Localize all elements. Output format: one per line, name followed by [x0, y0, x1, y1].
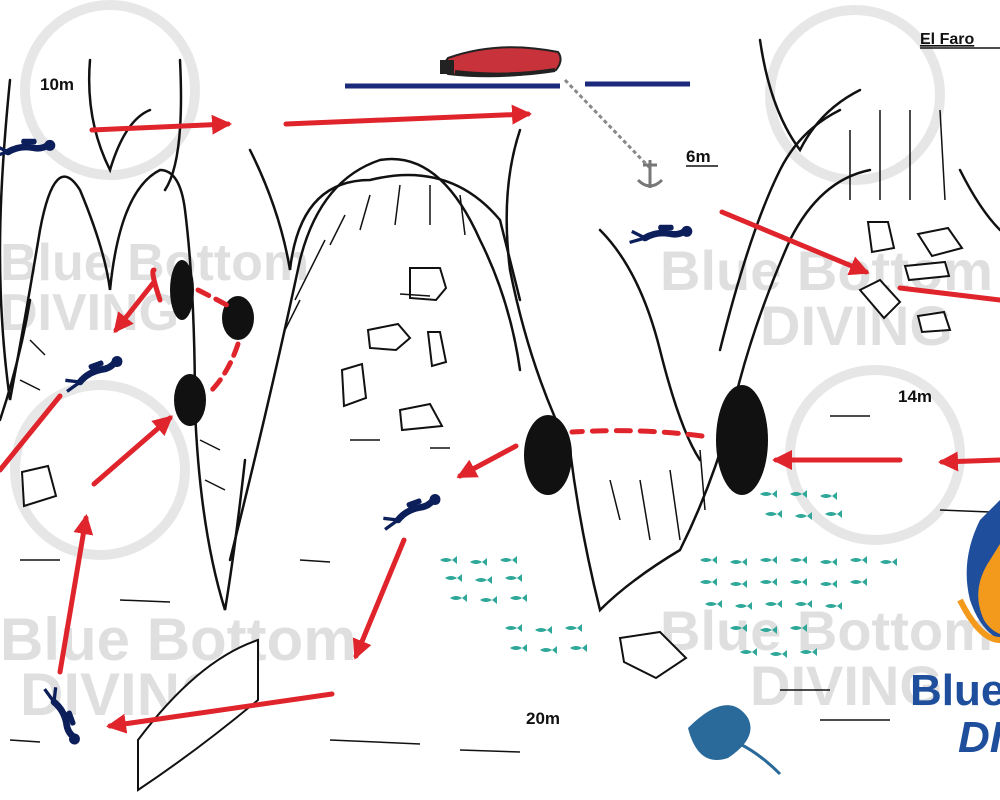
fish-school-1 — [440, 556, 587, 654]
site-title: El Faro — [920, 31, 974, 48]
depth-label-6m: 6m — [686, 147, 711, 166]
route-arrow — [89, 114, 232, 135]
watermark-layer: Blue Bottom DIVING Blue Bottom DIVING Bl… — [0, 0, 993, 728]
diver-icon — [379, 491, 444, 529]
route-arrow — [91, 415, 174, 487]
reef-outline — [0, 38, 1000, 613]
boat-icon — [440, 46, 562, 78]
brand-logo-icon: Blue DI — [910, 500, 1000, 762]
route-arrow — [0, 393, 63, 473]
brand-line2: DI — [958, 713, 1000, 762]
route-arrow — [938, 451, 1000, 472]
route-arrow — [456, 443, 519, 479]
route-arrow — [113, 279, 157, 334]
depth-label-14m: 14m — [898, 387, 932, 406]
route-arrow — [106, 691, 335, 734]
route-arrow — [150, 267, 163, 303]
dive-route — [0, 104, 1000, 734]
seabed-lines — [9, 293, 991, 753]
route-arrow — [283, 104, 532, 127]
anchor-icon — [563, 78, 664, 188]
depth-label-10m: 10m — [40, 75, 74, 94]
route-dashed — [569, 428, 705, 439]
cave-openings — [170, 260, 768, 495]
depth-label-20m: 20m — [526, 709, 560, 728]
route-arrow — [897, 285, 1000, 303]
watermark-line1-c: Blue Bottom — [660, 599, 993, 662]
reef-hatching — [19, 109, 946, 541]
watermark-line2-c: DIVING — [750, 654, 943, 717]
brand-line1: Blue — [910, 666, 1000, 715]
water-surface — [345, 81, 690, 89]
route-arrow — [352, 537, 407, 660]
stingray-icon — [688, 705, 782, 776]
route-dashed — [195, 287, 235, 311]
route-dashed — [207, 341, 241, 395]
route-arrow — [57, 514, 94, 675]
route-arrow — [719, 209, 870, 276]
